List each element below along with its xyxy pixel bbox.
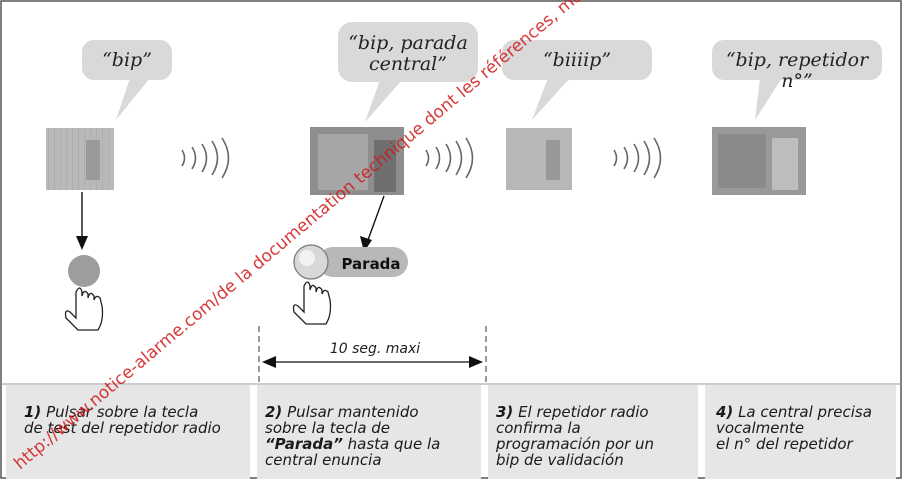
bubble-text-3: “biiiip”: [542, 49, 612, 71]
step-panel-2: [257, 385, 481, 479]
central-photo-4: [712, 127, 806, 195]
step-3-number: 3): [496, 403, 514, 421]
bubble-text-1: “bip”: [102, 49, 152, 71]
radio-waves-2: [425, 137, 474, 179]
bubble-text-2a: “bip, parada: [348, 32, 468, 54]
speech-bubble-4: [712, 40, 882, 120]
speech-bubble-2: [338, 22, 478, 122]
step-4-text: 4) La central precisa vocalmente el n° d…: [716, 403, 872, 453]
step-panel-3: [488, 385, 698, 479]
radio-waves-3: [613, 137, 662, 179]
repeater-photo-3: [506, 128, 572, 190]
step-4-number: 4): [716, 403, 734, 421]
duration-arrow: [262, 356, 483, 368]
speech-bubble-1: [82, 40, 172, 120]
bubble-text-2b: central”: [369, 53, 447, 75]
speech-bubble-3: [502, 40, 652, 120]
test-button: [68, 255, 100, 287]
step-panel-4: [705, 385, 896, 479]
pointing-hand-icon-1: [64, 287, 104, 331]
step-1-text: 1) Pulsar sobre la tecla de test del rep…: [24, 403, 221, 437]
parada-button-label: Parada: [341, 255, 401, 273]
radio-waves-1: [181, 137, 230, 179]
arrow-to-parada-button: [360, 195, 385, 252]
parada-bold-term: “Parada”: [265, 435, 343, 453]
pointing-hand-icon-2: [292, 281, 332, 325]
step-2-number: 2): [265, 403, 283, 421]
repeater-photo-1: [46, 128, 114, 190]
parada-button: [293, 244, 408, 280]
step-panel-1: [6, 385, 250, 479]
step-1-number: 1): [24, 403, 42, 421]
duration-label: 10 seg. maxi: [329, 341, 421, 357]
arrow-to-test-button: [76, 192, 88, 250]
bubble-text-4: “bip, repetidor n°”: [725, 49, 869, 92]
step-2-text: 2) Pulsar mantenido sobre la tecla de “P…: [265, 403, 441, 469]
step-3-text: 3) El repetidor radio confirma la progra…: [496, 403, 655, 469]
central-photo-2: [310, 127, 404, 195]
